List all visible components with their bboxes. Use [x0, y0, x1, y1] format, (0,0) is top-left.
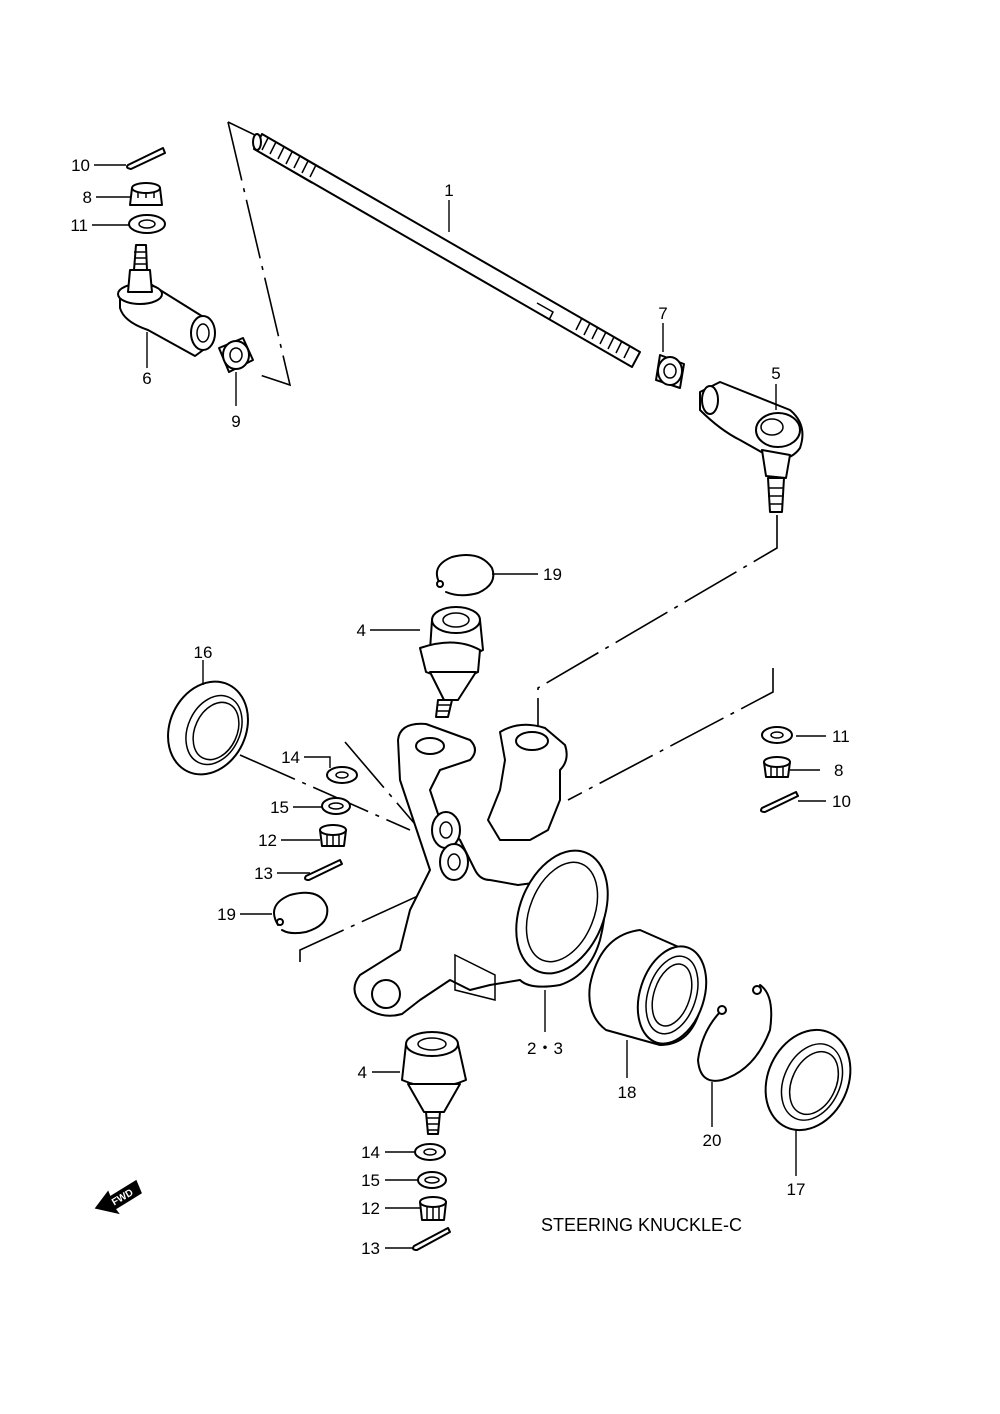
label-part-1: 1	[444, 181, 453, 200]
label-part-18: 18	[618, 1083, 637, 1102]
label-part-7: 7	[658, 304, 667, 323]
label-part-8-left: 8	[83, 188, 92, 207]
assembly-guide-lines	[227, 121, 778, 962]
cotter-pin-left[interactable]	[126, 147, 166, 170]
washer-right[interactable]	[761, 726, 793, 744]
cotter-pin-13-lower[interactable]	[412, 1227, 451, 1251]
tie-rod-end-left[interactable]	[117, 244, 216, 357]
tie-rod-lock-nut-right[interactable]	[655, 354, 685, 389]
label-part-14-lower: 14	[361, 1143, 380, 1162]
ball-joint-lower[interactable]	[401, 1031, 467, 1135]
circlip-lower[interactable]	[273, 891, 329, 935]
forward-direction-arrow: FWD	[94, 1179, 142, 1215]
label-part-4-upper: 4	[357, 621, 366, 640]
label-part-17: 17	[787, 1180, 806, 1199]
washer-left[interactable]	[128, 214, 166, 234]
label-part-11-right: 11	[832, 727, 850, 746]
callout-labels: 1 7 5 6 9 10 8 11 19 4 16 14 15 12 13 19…	[70, 156, 851, 1258]
label-part-14-upper: 14	[281, 748, 300, 767]
label-part-19-lower: 19	[217, 905, 236, 924]
label-part-19-upper: 19	[543, 565, 562, 584]
label-part-6: 6	[142, 369, 151, 388]
castle-nut-12-upper[interactable]	[319, 824, 347, 847]
fwd-label: FWD	[110, 1187, 135, 1208]
label-part-13-upper: 13	[254, 864, 273, 883]
steering-knuckle[interactable]	[353, 722, 624, 1017]
label-part-11-left: 11	[70, 216, 88, 235]
cotter-pin-right[interactable]	[760, 791, 799, 813]
tie-rod-end-right[interactable]	[699, 381, 804, 513]
oil-seal-right[interactable]	[750, 1016, 866, 1144]
castle-nut-left[interactable]	[129, 182, 163, 206]
label-part-15-upper: 15	[270, 798, 289, 817]
label-part-20: 20	[703, 1131, 722, 1150]
label-part-16: 16	[194, 643, 213, 662]
label-part-15-lower: 15	[361, 1171, 380, 1190]
circlip-upper[interactable]	[436, 554, 495, 597]
label-part-5: 5	[771, 364, 780, 383]
wheel-bearing[interactable]	[588, 929, 718, 1052]
label-part-10-left: 10	[71, 156, 90, 175]
label-part-2-3: 2・3	[527, 1039, 563, 1058]
washer-14-lower[interactable]	[414, 1143, 446, 1161]
washer-15-upper[interactable]	[321, 797, 351, 815]
tie-rod-lock-nut-left[interactable]	[218, 337, 254, 373]
ball-joint-upper[interactable]	[419, 606, 484, 718]
label-part-12-lower: 12	[361, 1199, 380, 1218]
label-part-8-right: 8	[834, 761, 843, 780]
label-part-10-right: 10	[832, 792, 851, 811]
washer-14-upper[interactable]	[326, 766, 358, 784]
cotter-pin-13-upper[interactable]	[304, 859, 343, 881]
label-part-13-lower: 13	[361, 1239, 380, 1258]
leader-lines	[92, 164, 826, 1249]
washer-15-lower[interactable]	[417, 1171, 447, 1189]
oil-seal-left[interactable]	[153, 668, 262, 787]
castle-nut-right[interactable]	[763, 756, 791, 778]
bearing-circlip[interactable]	[697, 984, 773, 1082]
diagram-title: STEERING KNUCKLE-C	[541, 1215, 742, 1235]
label-part-9: 9	[231, 412, 240, 431]
tie-rod[interactable]	[252, 133, 641, 368]
castle-nut-12-lower[interactable]	[419, 1196, 447, 1221]
label-part-4-lower: 4	[358, 1063, 367, 1082]
label-part-12-upper: 12	[258, 831, 277, 850]
